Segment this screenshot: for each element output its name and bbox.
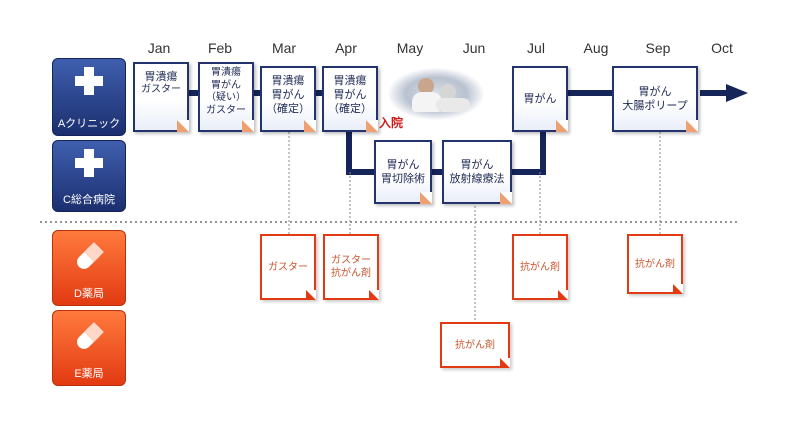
record-line: （疑い） <box>206 92 246 103</box>
hospital-return-line <box>510 122 546 175</box>
record-line: 胃がん <box>460 158 494 172</box>
record-mar: 胃潰瘍 胃がん （確定） <box>260 66 316 132</box>
record-line: 大腸ポリープ <box>622 99 688 112</box>
record-line: 胃がん <box>211 79 241 91</box>
record-line: ガスター <box>206 104 246 116</box>
institution-e-pharmacy: E薬局 <box>52 310 126 386</box>
record-line: 胃がん <box>523 92 557 106</box>
hospital-photo <box>388 68 484 120</box>
prescription-d-sep: 抗がん剤 <box>627 234 683 294</box>
month-aug: Aug <box>583 40 609 56</box>
month-feb: Feb <box>207 40 233 56</box>
hospital-branch-line <box>346 122 380 175</box>
prescription-line: 抗がん剤 <box>455 339 495 351</box>
record-feb: 胃潰瘍 胃がん （疑い） ガスター <box>198 62 254 132</box>
institution-label: D薬局 <box>74 288 104 300</box>
pill-icon <box>77 322 104 349</box>
record-line: （確定） <box>328 101 372 115</box>
record-jan: 胃潰瘍 ガスター <box>133 62 189 132</box>
month-apr: Apr <box>335 40 357 56</box>
record-jun-hospital: 胃がん 放射線療法 <box>442 140 512 204</box>
month-may: May <box>396 40 424 56</box>
institution-c-hospital: C総合病院 <box>52 140 126 212</box>
month-jun: Jun <box>462 40 486 56</box>
month-mar: Mar <box>271 40 297 56</box>
institution-label: E薬局 <box>74 368 104 380</box>
prescription-line: ガスター <box>268 261 308 273</box>
record-apr: 胃潰瘍 胃がん （確定） <box>322 66 378 132</box>
record-line: ガスター <box>141 83 181 95</box>
month-oct: Oct <box>711 40 733 56</box>
record-line: 放射線療法 <box>449 172 505 185</box>
institution-label: Aクリニック <box>57 118 121 130</box>
prescription-line: 抗がん剤 <box>331 268 371 279</box>
record-line: 胃がん <box>638 85 672 99</box>
prescription-line: ガスター <box>331 255 371 266</box>
record-line: 胃潰瘍 <box>333 74 367 87</box>
prescription-line: 抗がん剤 <box>520 261 560 273</box>
month-jul: Jul <box>527 40 545 56</box>
record-sep: 胃がん 大腸ポリープ <box>612 66 698 132</box>
record-line: 胃潰瘍 <box>271 74 305 87</box>
record-may-hospital: 胃がん 胃切除術 <box>374 140 432 204</box>
record-line: 胃がん <box>333 87 367 101</box>
record-jul: 胃がん <box>512 66 568 132</box>
record-line: 胃がん <box>271 87 305 101</box>
timeline-arrowhead <box>726 84 748 102</box>
prescription-d-apr: ガスター 抗がん剤 <box>323 234 379 300</box>
medical-cross-icon <box>75 67 103 95</box>
institution-d-pharmacy: D薬局 <box>52 230 126 306</box>
hospitalization-label: 入院 <box>379 116 404 130</box>
medical-cross-icon <box>75 149 103 177</box>
prescription-d-jul: 抗がん剤 <box>512 234 568 300</box>
month-jan: Jan <box>147 40 171 56</box>
month-sep: Sep <box>645 40 671 56</box>
record-line: 胃がん <box>386 158 420 172</box>
pill-icon <box>77 242 104 269</box>
record-line: 胃切除術 <box>381 172 425 185</box>
record-line: 胃潰瘍 <box>144 70 178 83</box>
prescription-line: 抗がん剤 <box>635 258 675 270</box>
institution-label: C総合病院 <box>63 194 115 206</box>
prescription-d-mar: ガスター <box>260 234 316 300</box>
record-line: （確定） <box>266 101 310 115</box>
prescription-e-jun: 抗がん剤 <box>440 322 510 368</box>
record-line: 胃潰瘍 <box>211 67 241 78</box>
institution-a-clinic: Aクリニック <box>52 58 126 136</box>
